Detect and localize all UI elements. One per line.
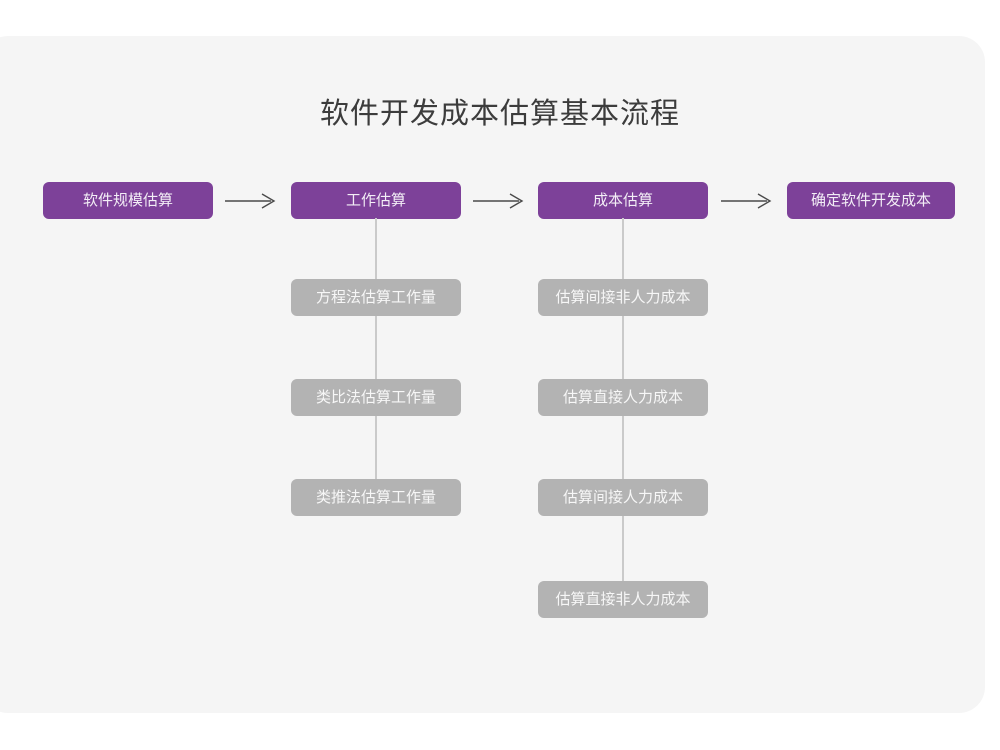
stage-node-2[interactable]: 工作估算 [291,182,461,219]
connector-stem-3d [622,515,624,582]
connector-stem-2a [375,218,377,280]
substep-node-3-2[interactable]: 估算直接人力成本 [538,379,708,416]
substep-node-2-3[interactable]: 类推法估算工作量 [291,479,461,516]
stage-node-4[interactable]: 确定软件开发成本 [787,182,955,219]
stage-node-3[interactable]: 成本估算 [538,182,708,219]
arrow-right-icon [472,191,527,211]
substep-node-3-4[interactable]: 估算直接非人力成本 [538,581,708,618]
page-title: 软件开发成本估算基本流程 [319,96,680,130]
stage-node-1[interactable]: 软件规模估算 [43,182,213,219]
diagram-card [0,36,985,713]
substep-node-2-1[interactable]: 方程法估算工作量 [291,279,461,316]
arrow-right-icon [720,191,775,211]
substep-node-3-1[interactable]: 估算间接非人力成本 [538,279,708,316]
connector-stem-3a [622,218,624,280]
connector-stem-3c [622,415,624,480]
connector-stem-3b [622,315,624,380]
arrow-right-icon [224,191,279,211]
connector-stem-2b [375,315,377,380]
substep-node-2-2[interactable]: 类比法估算工作量 [291,379,461,416]
substep-node-3-3[interactable]: 估算间接人力成本 [538,479,708,516]
connector-stem-2c [375,415,377,480]
